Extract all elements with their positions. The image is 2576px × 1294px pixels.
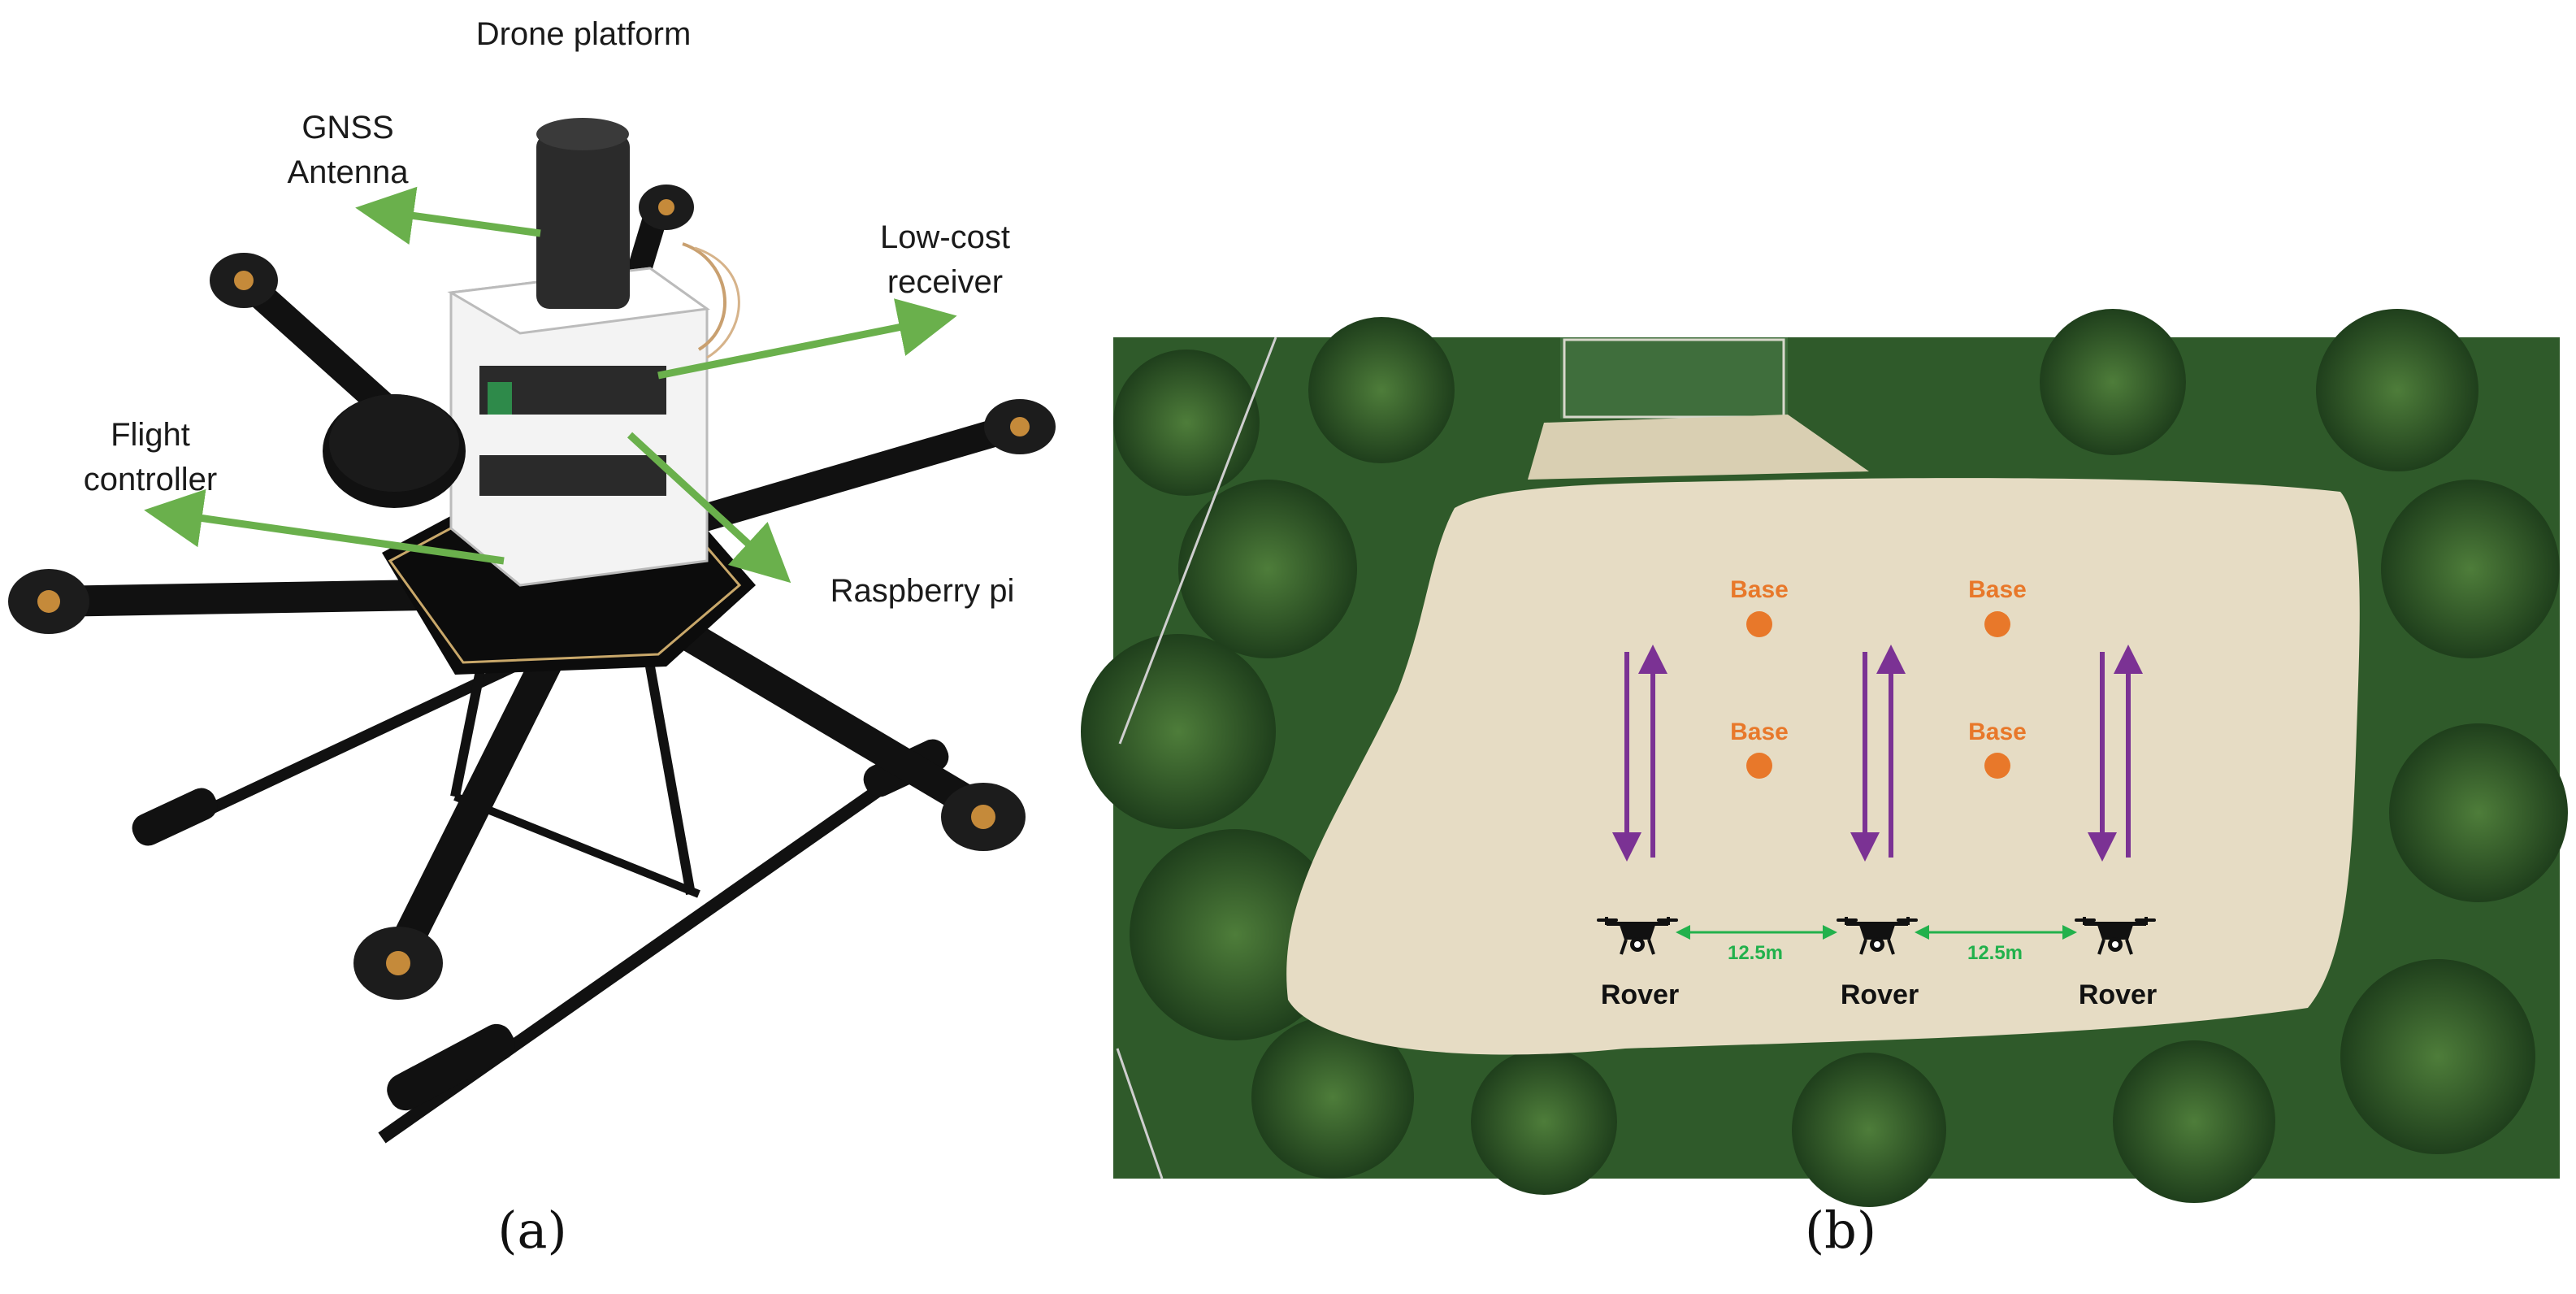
flight-controller-label-line2: controller [84, 462, 218, 497]
panel-a: Drone platform GNSS Antenna Low-cost rec… [8, 16, 1056, 1260]
aerial-photo [1081, 309, 2568, 1207]
raspberry-arrow [627, 432, 791, 584]
base-station-3: Base [1730, 719, 1789, 779]
base-station-4: Base [1968, 719, 2027, 779]
distance-marker-1: 12.5m [1676, 925, 1837, 964]
flight-controller-arrow [144, 489, 505, 565]
raspberry-pi-label: Raspberry pi [830, 573, 1015, 609]
distance-label: 12.5m [1967, 942, 2023, 964]
base-label: Base [1730, 719, 1789, 745]
flight-path-2 [1850, 645, 1906, 862]
base-label: Base [1968, 719, 2027, 745]
receiver-arrow [657, 298, 957, 380]
base-label: Base [1730, 576, 1789, 603]
gnss-label-line1: GNSS [301, 110, 393, 145]
rover-2: Rover [1835, 915, 1919, 1010]
receiver-label-line2: receiver [887, 264, 1003, 300]
distance-marker-2: 12.5m [1915, 925, 2077, 964]
flight-path-3 [2088, 645, 2143, 862]
panel-b: Base Base Base Base Rove [1081, 309, 2568, 1260]
rover-3: Rover [2073, 915, 2158, 1010]
base-station-2: Base [1968, 576, 2027, 637]
gnss-label-line2: Antenna [287, 154, 409, 190]
base-label: Base [1968, 576, 2027, 603]
gnss-arrow [355, 186, 541, 245]
rover-label: Rover [1601, 979, 1679, 1010]
drone-platform-illustration [8, 118, 1056, 1144]
base-station-1: Base [1730, 576, 1789, 637]
flight-path-1 [1612, 645, 1667, 862]
caption-b: (b) [1805, 1201, 1876, 1260]
drone-platform-title: Drone platform [476, 16, 692, 52]
caption-a: (a) [497, 1201, 566, 1260]
receiver-label-line1: Low-cost [880, 219, 1010, 255]
rover-label: Rover [2079, 979, 2157, 1010]
flight-controller-label-line1: Flight [111, 417, 190, 453]
distance-label: 12.5m [1728, 942, 1783, 964]
rover-1: Rover [1595, 915, 1680, 1010]
rover-label: Rover [1841, 979, 1919, 1010]
